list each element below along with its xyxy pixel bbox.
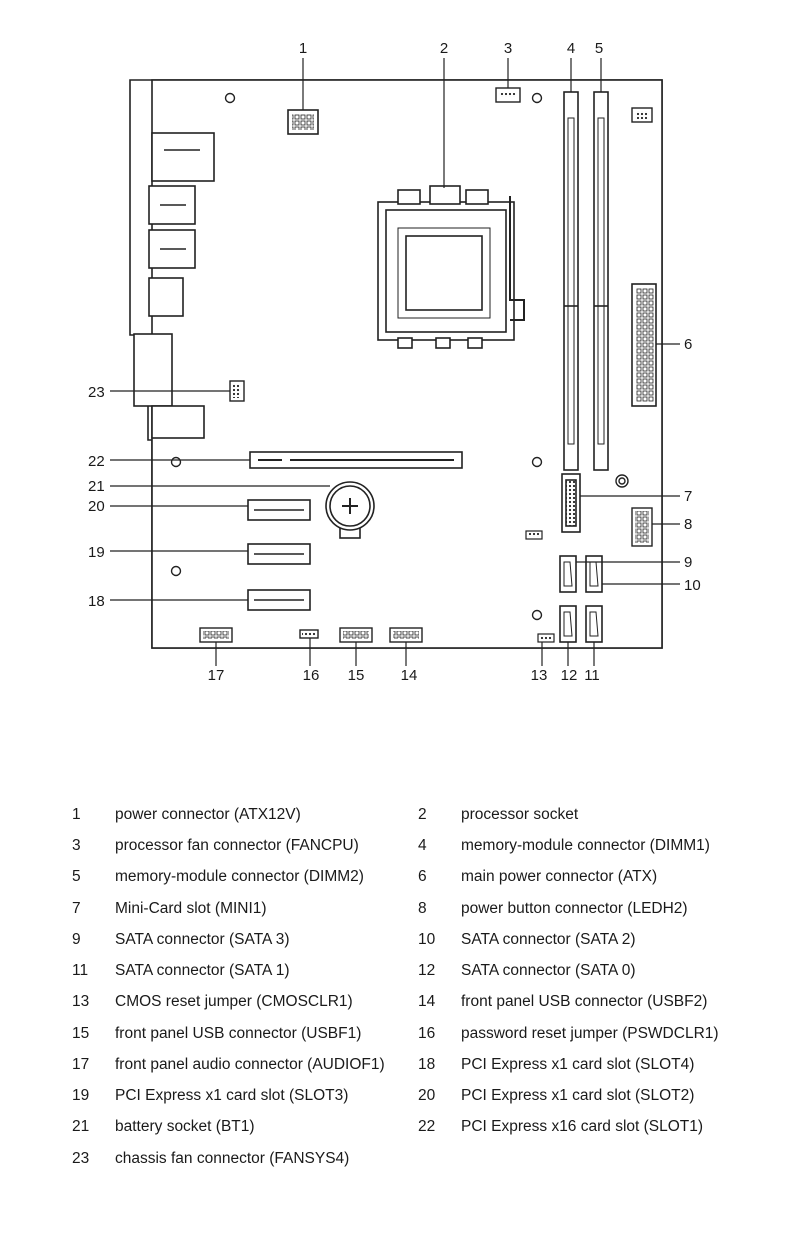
callout-16: 16: [303, 667, 320, 684]
legend-text: chassis fan connector (FANSYS4): [115, 1150, 350, 1167]
callout-17: 17: [208, 667, 225, 684]
legend-number: 17: [72, 1056, 90, 1073]
callout-8: 8: [684, 516, 692, 533]
legend-number: 11: [72, 962, 89, 979]
callout-10: 10: [684, 577, 701, 594]
callout-14: 14: [401, 667, 418, 684]
motherboard-diagram: 1 2 3 4 5 6 7 8 9 10 11 12 13 14 15 16 1…: [88, 40, 701, 684]
legend-text: PCI Express x16 card slot (SLOT1): [461, 1118, 704, 1135]
legend-text: password reset jumper (PSWDCLR1): [461, 1025, 719, 1042]
legend-text: front panel USB connector (USBF2): [461, 993, 708, 1010]
legend-number: 16: [418, 1025, 436, 1042]
legend-number: 22: [418, 1118, 436, 1135]
legend-text: SATA connector (SATA 3): [115, 931, 290, 948]
legend-number: 4: [418, 837, 427, 854]
legend-number: 21: [72, 1118, 90, 1135]
sata-connectors: [559, 555, 603, 643]
legend-text: front panel USB connector (USBF1): [115, 1025, 362, 1042]
legend-text: PCI Express x1 card slot (SLOT4): [461, 1056, 695, 1073]
legend-text: battery socket (BT1): [115, 1118, 255, 1135]
legend-text: Mini-Card slot (MINI1): [115, 900, 267, 917]
legend-text: front panel audio connector (AUDIOF1): [115, 1056, 385, 1073]
pcie-x16-slot: [249, 451, 463, 469]
legend-text: main power connector (ATX): [461, 868, 658, 885]
callout-9: 9: [684, 554, 692, 571]
callout-18: 18: [88, 593, 105, 610]
legend-number: 20: [418, 1087, 436, 1104]
legend-number: 12: [418, 962, 436, 979]
callout-7: 7: [684, 488, 692, 505]
callout-19: 19: [88, 544, 105, 561]
callout-13: 13: [531, 667, 548, 684]
callout-22: 22: [88, 453, 105, 470]
legend-number: 3: [72, 837, 81, 854]
callout-2: 2: [440, 40, 448, 57]
callout-4: 4: [567, 40, 575, 57]
callout-21: 21: [88, 478, 105, 495]
callout-numbers: 1 2 3 4 5 6 7 8 9 10 11 12 13 14 15 16 1…: [88, 40, 701, 684]
legend-text: memory-module connector (DIMM2): [115, 868, 364, 885]
processor-socket: [377, 185, 525, 349]
mounting-holes: [170, 92, 629, 621]
leader-lines: [110, 58, 680, 666]
legend-number: 2: [418, 806, 427, 823]
legend-text: SATA connector (SATA 1): [115, 962, 290, 979]
callout-6: 6: [684, 336, 692, 353]
legend-number: 1: [72, 806, 81, 823]
legend-text: SATA connector (SATA 2): [461, 931, 636, 948]
legend-number: 6: [418, 868, 427, 885]
legend-text: power connector (ATX12V): [115, 806, 301, 823]
legend-text: processor socket: [461, 806, 579, 823]
legend-number: 10: [418, 931, 436, 948]
legend-number: 9: [72, 931, 81, 948]
legend-text: power button connector (LEDH2): [461, 900, 688, 917]
legend-text: memory-module connector (DIMM1): [461, 837, 710, 854]
legend-number: 13: [72, 993, 90, 1010]
dimm-slots: [563, 91, 609, 471]
callout-20: 20: [88, 498, 105, 515]
callout-12: 12: [561, 667, 578, 684]
legend-text: processor fan connector (FANCPU): [115, 837, 359, 854]
legend-text: PCI Express x1 card slot (SLOT3): [115, 1087, 349, 1104]
legend-text: CMOS reset jumper (CMOSCLR1): [115, 993, 353, 1010]
legend-number: 19: [72, 1087, 90, 1104]
legend-number: 8: [418, 900, 427, 917]
legend-number: 5: [72, 868, 81, 885]
mini-card-slot: [561, 473, 581, 533]
legend-text: PCI Express x1 card slot (SLOT2): [461, 1087, 695, 1104]
legend-number: 14: [418, 993, 436, 1010]
legend-number: 23: [72, 1150, 90, 1167]
pcie-x1-slots: [247, 499, 311, 611]
battery-socket: [325, 481, 375, 539]
callout-1: 1: [299, 40, 307, 57]
rear-io-panel: [133, 132, 215, 439]
legend-number: 15: [72, 1025, 90, 1042]
callout-15: 15: [348, 667, 365, 684]
legend-number: 18: [418, 1056, 436, 1073]
callout-23: 23: [88, 384, 105, 401]
legend-number: 7: [72, 900, 81, 917]
callout-11: 11: [584, 667, 600, 684]
callout-5: 5: [595, 40, 603, 57]
callout-3: 3: [504, 40, 512, 57]
legend-text: SATA connector (SATA 0): [461, 962, 636, 979]
